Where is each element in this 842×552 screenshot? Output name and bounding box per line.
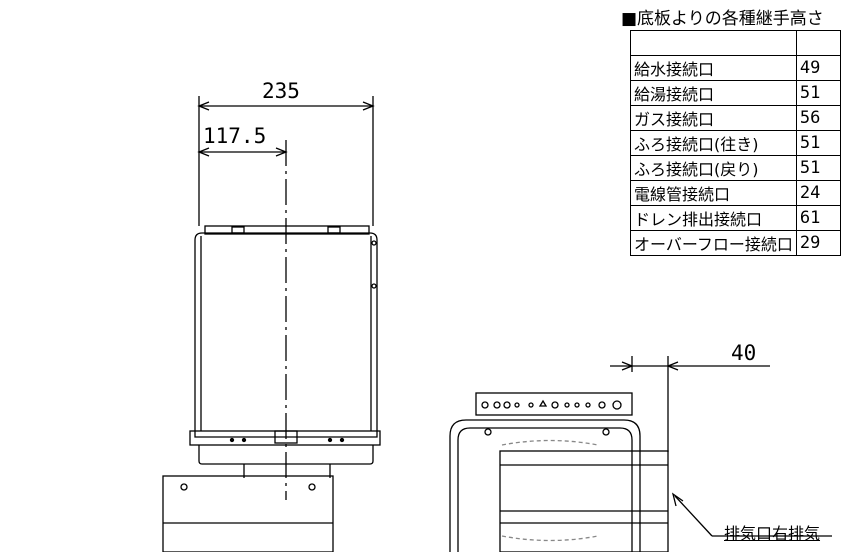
exhaust-unit	[162, 475, 334, 552]
joint-height: 61	[795, 204, 841, 231]
joint-name: 給湯接続口	[630, 79, 797, 106]
bottom-port	[274, 430, 298, 444]
exhaust-leader-arrow	[671, 492, 684, 507]
bracket-hole-8	[574, 402, 580, 408]
exhaust-screw-left	[180, 483, 188, 491]
side-frame-outer	[449, 419, 641, 552]
joint-height: 51	[795, 129, 841, 156]
joint-height: 56	[795, 104, 841, 131]
bottom-screw-1	[229, 437, 235, 443]
bottom-screw-4	[339, 437, 345, 443]
exhaust-leader	[674, 495, 713, 537]
dim-235-arrow-left	[197, 101, 210, 111]
table-row: ふろ接続口(戻り)51	[630, 154, 841, 181]
bracket-hole-1	[481, 401, 489, 409]
bracket-hole-5	[528, 402, 534, 408]
bracket-hole-3	[503, 401, 511, 409]
dim-1175-label: 117.5	[203, 124, 266, 148]
bottom-screw-2	[241, 437, 247, 443]
bracket-hole-4	[514, 402, 520, 408]
joint-name: オーバーフロー接続口	[630, 229, 797, 256]
joint-height: 24	[795, 179, 841, 206]
dim-1175-arrow-left	[197, 147, 210, 157]
joint-name: ふろ接続口(戻り)	[630, 154, 797, 181]
exhaust-duct	[499, 450, 669, 552]
frame-screw-left	[484, 428, 492, 436]
table-header-row	[630, 30, 841, 56]
joint-name: 給水接続口	[630, 54, 797, 81]
dim-40-arrow-right	[666, 361, 679, 371]
joint-name: ドレン排出接続口	[630, 204, 797, 231]
mounting-bracket	[475, 392, 633, 416]
joint-name: ガス接続口	[630, 104, 797, 131]
hidden-duct	[501, 439, 599, 542]
bracket-hole-6	[551, 401, 559, 409]
dim-40-label: 40	[731, 341, 756, 365]
joint-height: 51	[795, 154, 841, 181]
dim-40-arrow-left	[621, 361, 634, 371]
exhaust-screw-right	[308, 483, 316, 491]
bracket-hole-9	[585, 402, 591, 408]
table-title: ■底板よりの各種継手高さ	[621, 9, 824, 29]
bottom-screw-3	[327, 437, 333, 443]
joint-name: 電線管接続口	[630, 179, 797, 206]
top-plate	[204, 225, 370, 235]
joint-height: 51	[795, 79, 841, 106]
joint-height: 49	[795, 54, 841, 81]
dim-235-label: 235	[262, 79, 300, 103]
table-row: ふろ接続口(往き)51	[630, 129, 841, 156]
side-view	[449, 356, 832, 552]
side-frame-inner	[457, 427, 633, 552]
bracket-hole-10	[598, 401, 606, 409]
top-bracket-right	[327, 226, 341, 234]
side-screw-2	[371, 283, 377, 289]
bracket-hole-11	[612, 400, 622, 410]
table-header-name	[630, 30, 797, 56]
joint-name: ふろ接続口(往き)	[630, 129, 797, 156]
bracket-hole-2	[493, 401, 501, 409]
dim-235-arrow-right	[362, 101, 375, 111]
front-view	[162, 96, 381, 552]
frame-screw-right	[602, 428, 610, 436]
bracket-key-hole	[538, 399, 548, 407]
exhaust-note: 排気口右排気	[724, 524, 821, 543]
table-header-value	[795, 30, 841, 56]
lower-skirt	[198, 445, 374, 465]
joint-height: 29	[795, 229, 841, 256]
bracket-hole-7	[564, 402, 570, 408]
top-bracket-left	[231, 226, 245, 234]
main-body	[194, 232, 378, 438]
side-screw-1	[371, 240, 377, 246]
